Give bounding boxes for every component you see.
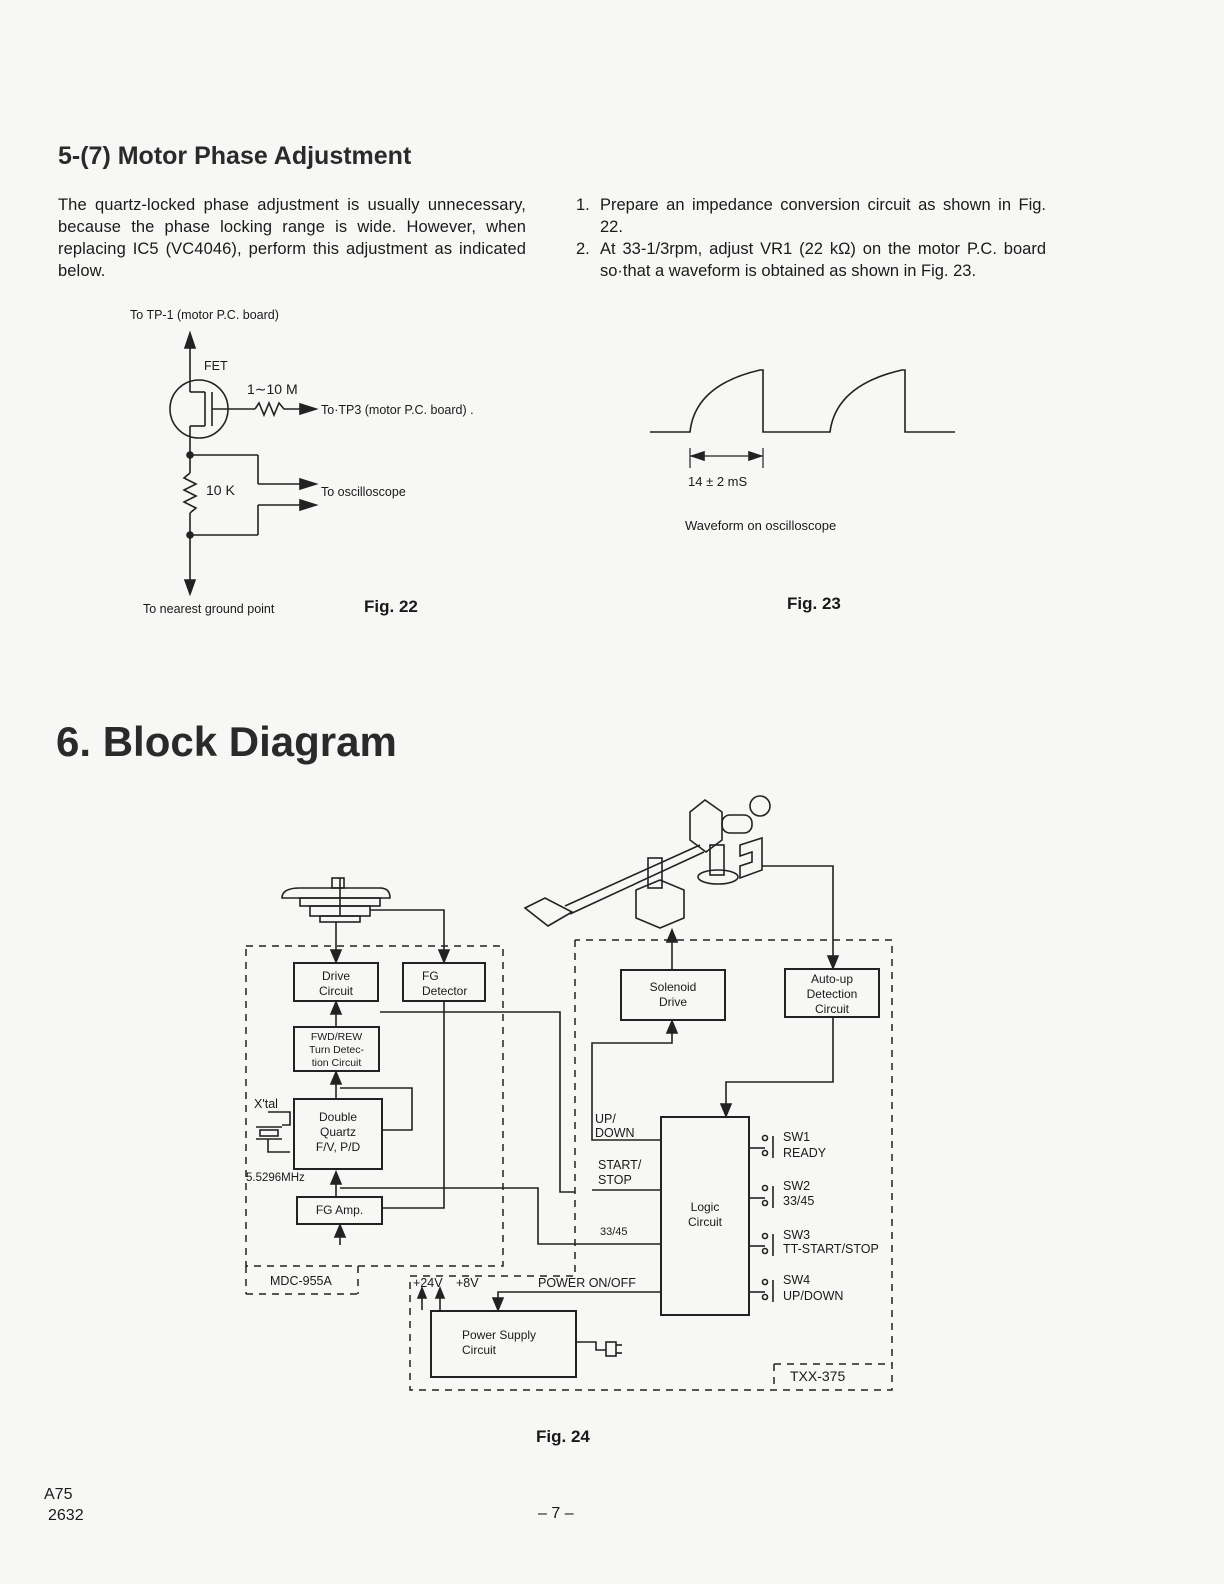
fig22-caption: Fig. 22 xyxy=(364,597,418,616)
speed-signal-label: 33/45 xyxy=(600,1226,628,1238)
section-title-block-diagram: 6. Block Diagram xyxy=(56,718,397,765)
power-onoff-label: POWER ON/OFF xyxy=(538,1276,636,1290)
sw3-name: SW3 xyxy=(783,1228,811,1242)
updown-signal-label: UP/ DOWN xyxy=(595,1112,635,1140)
period-label: 14 ± 2 mS xyxy=(688,474,748,489)
xtal-label: X'tal xyxy=(254,1097,278,1111)
mdc-label: MDC-955A xyxy=(270,1274,332,1288)
sw4-name: SW4 xyxy=(783,1273,811,1287)
power-supply-block: Power Supply Circuit xyxy=(430,1310,577,1378)
step-number: 2. xyxy=(576,240,590,258)
step-text: At 33-1/3rpm, adjust VR1 (22 kΩ) on the … xyxy=(600,240,1046,280)
step-number: 1. xyxy=(576,196,590,214)
sw4-label: UP/DOWN xyxy=(783,1289,844,1303)
turntable-illustration xyxy=(281,877,391,923)
fig22-top-label: To TP-1 (motor P.C. board) xyxy=(130,308,279,322)
frequency-label: 5.5296MHz xyxy=(246,1172,305,1184)
procedure-steps: 1. Prepare an impedance conversion circui… xyxy=(576,194,1046,282)
fig24-caption: Fig. 24 xyxy=(536,1427,590,1446)
tp3-label: To·TP3 (motor P.C. board) . xyxy=(321,403,474,417)
step-item: 2. At 33-1/3rpm, adjust VR1 (22 kΩ) on th… xyxy=(576,238,1046,282)
model-code: A75 xyxy=(44,1486,73,1503)
waveform-caption: Waveform on oscilloscope xyxy=(685,518,837,533)
sw3-label: TT-START/STOP xyxy=(783,1242,879,1256)
sw1-name: SW1 xyxy=(783,1130,811,1144)
logic-circuit-block: Logic Circuit xyxy=(660,1116,750,1316)
intro-paragraph: The quartz-locked phase adjustment is us… xyxy=(58,196,526,280)
txx-label: TXX-375 xyxy=(790,1368,846,1384)
fwd-rew-block: FWD/REW Turn Detec- tion Circuit xyxy=(293,1026,380,1072)
step-item: 1. Prepare an impedance conversion circui… xyxy=(576,194,1046,238)
fg-detector-block: FG Detector xyxy=(402,962,486,1002)
v24-label: +24V xyxy=(413,1276,443,1290)
double-quartz-block: Double Quartz F/V, P/D xyxy=(293,1098,383,1170)
ground-label: To nearest ground point xyxy=(143,602,275,616)
solenoid-drive-block: Solenoid Drive xyxy=(620,969,726,1021)
sw2-name: SW2 xyxy=(783,1179,811,1193)
step-text: Prepare an impedance conversion circuit … xyxy=(600,196,1046,236)
drive-circuit-block: Drive Circuit xyxy=(293,962,379,1002)
page-number: – 7 – xyxy=(538,1505,574,1522)
v8-label: +8V xyxy=(456,1276,479,1290)
section-title-motor-phase: 5-(7) Motor Phase Adjustment xyxy=(58,142,412,170)
auto-up-block: Auto-up Detection Circuit xyxy=(784,968,880,1018)
fg-amp-block: FG Amp. xyxy=(296,1196,383,1225)
r2-value-label: 10 K xyxy=(206,482,235,498)
fig23-caption: Fig. 23 xyxy=(787,594,841,613)
sw2-label: 33/45 xyxy=(783,1194,815,1208)
fet-label: FET xyxy=(204,359,228,373)
oscilloscope-label: To oscilloscope xyxy=(321,485,406,499)
resistor-value-label: 1∼10 M xyxy=(247,381,298,397)
tonearm-illustration xyxy=(523,795,771,929)
startstop-signal-label: START/ STOP xyxy=(598,1158,642,1187)
document-code: 2632 xyxy=(48,1507,84,1524)
sw1-label: READY xyxy=(783,1146,827,1160)
